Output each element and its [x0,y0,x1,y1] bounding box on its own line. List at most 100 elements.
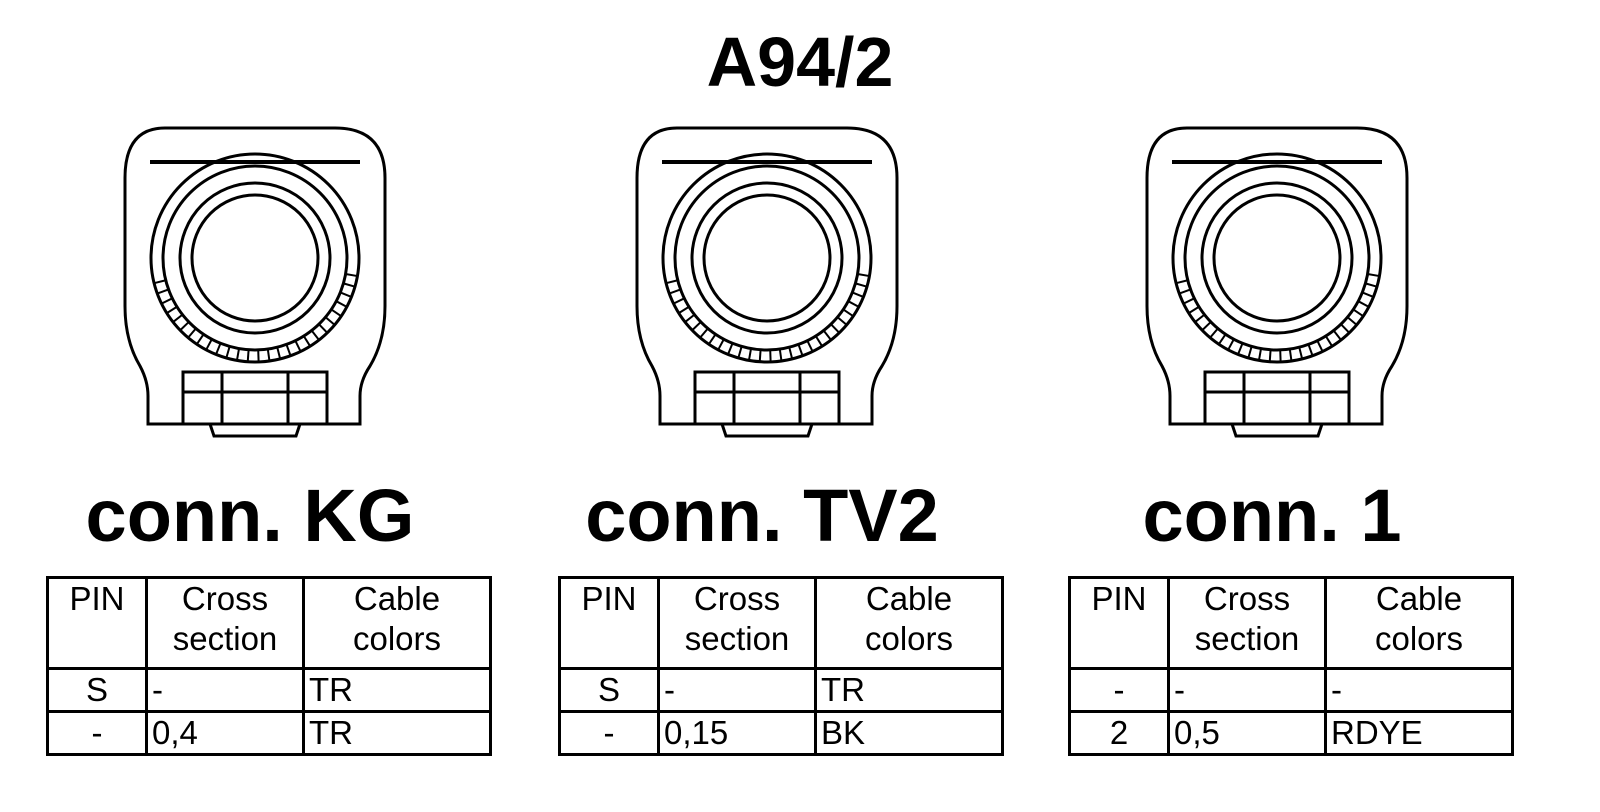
knurl-tick [1257,348,1263,361]
knurl-tick [276,347,282,360]
knurl-tick [830,323,840,334]
knurl-tick [684,313,696,323]
knurl-tick [324,316,336,326]
knurl-tick [758,349,762,362]
knurl-tick [266,348,271,362]
knurl-tick [1194,313,1206,323]
knurl-tick [855,282,868,288]
knurl-tick [814,335,823,347]
cell-pin: S [558,667,660,713]
cell-cross-section: - [145,667,305,713]
knurl-tick [1183,297,1195,305]
knurl-tick [797,344,804,357]
cell-pin: - [558,710,660,756]
knurl-tick [330,308,342,317]
knurl-tick [345,272,358,278]
cell-cable-color: BK [814,710,1004,756]
knurl-tick [1332,329,1342,341]
knurl-tick [668,288,681,295]
knurl-tick [161,297,173,305]
cell-cross-section: 0,5 [1167,710,1327,756]
knurl-tick [1346,316,1358,326]
knurl-tick [699,327,709,339]
knurl-tick [851,291,864,298]
knurl-tick [246,349,250,362]
knurl-tick [747,348,753,361]
latch-tab [720,423,814,438]
knurl-tick [285,344,292,357]
knurl-tick [1367,272,1380,278]
knurl-tick [179,321,190,331]
cell-cable-color: RDYE [1324,710,1514,756]
knurl-tick [1357,300,1370,308]
housing-outline [123,126,387,426]
socket-bore [702,193,832,323]
diagram-title: A94/2 [706,23,894,101]
cell-cable-color: - [1324,667,1514,713]
knurl-tick [215,342,222,355]
cell-cable-color: TR [302,710,492,756]
knurl-tick [1247,346,1253,359]
cell-cross-section: - [1167,667,1327,713]
knurl-tick [310,329,320,341]
knurl-tick [1324,335,1333,347]
knurled-ring-outer [661,152,873,364]
knurl-tick [318,323,328,334]
knurl-tick [708,333,717,345]
knurl-tick [153,279,166,285]
connector-label: conn. TV2 [585,474,939,557]
knurl-tick [1175,279,1188,285]
socket-ring [178,181,332,335]
cell-cable-color: TR [302,667,492,713]
connector-label: conn. 1 [1142,474,1402,557]
knurl-tick [1178,288,1191,295]
cell-pin: S [46,667,148,713]
knurl-tick [339,291,352,298]
knurl-tick [187,327,197,339]
knurl-tick [788,347,794,360]
cell-cross-section: 0,4 [145,710,305,756]
cell-cross-section: 0,15 [657,710,817,756]
knurl-tick [806,340,814,352]
latch-tab [208,423,302,438]
table-row: S - TR [46,667,492,713]
knurl-tick [737,346,743,359]
knurled-ring-inner [1183,164,1371,352]
table-row: - 0,4 TR [46,710,492,756]
knurl-tick [196,333,205,345]
knurl-tick [1316,340,1324,352]
housing-outline [635,126,899,426]
knurled-ring-inner [161,164,349,352]
socket-bore [190,193,320,323]
socket-bore [1212,193,1342,323]
knurl-tick [1361,291,1374,298]
knurl-tick [1340,323,1350,334]
knurl-tick [225,346,231,359]
knurl-tick [1227,338,1235,351]
knurl-tick [1268,349,1272,362]
knurled-ring-inner [673,164,861,352]
knurl-tick [1237,342,1244,355]
knurl-tick [673,297,685,305]
knurl-tick [1288,348,1293,362]
table-row: S - TR [558,667,1004,713]
latch-tab [1230,423,1324,438]
knurl-tick [205,338,213,351]
knurl-tick [717,338,725,351]
knurl-tick [166,305,178,314]
table-row: 2 0,5 RDYE [1068,710,1514,756]
knurl-tick [1188,305,1200,314]
knurl-tick [302,335,311,347]
